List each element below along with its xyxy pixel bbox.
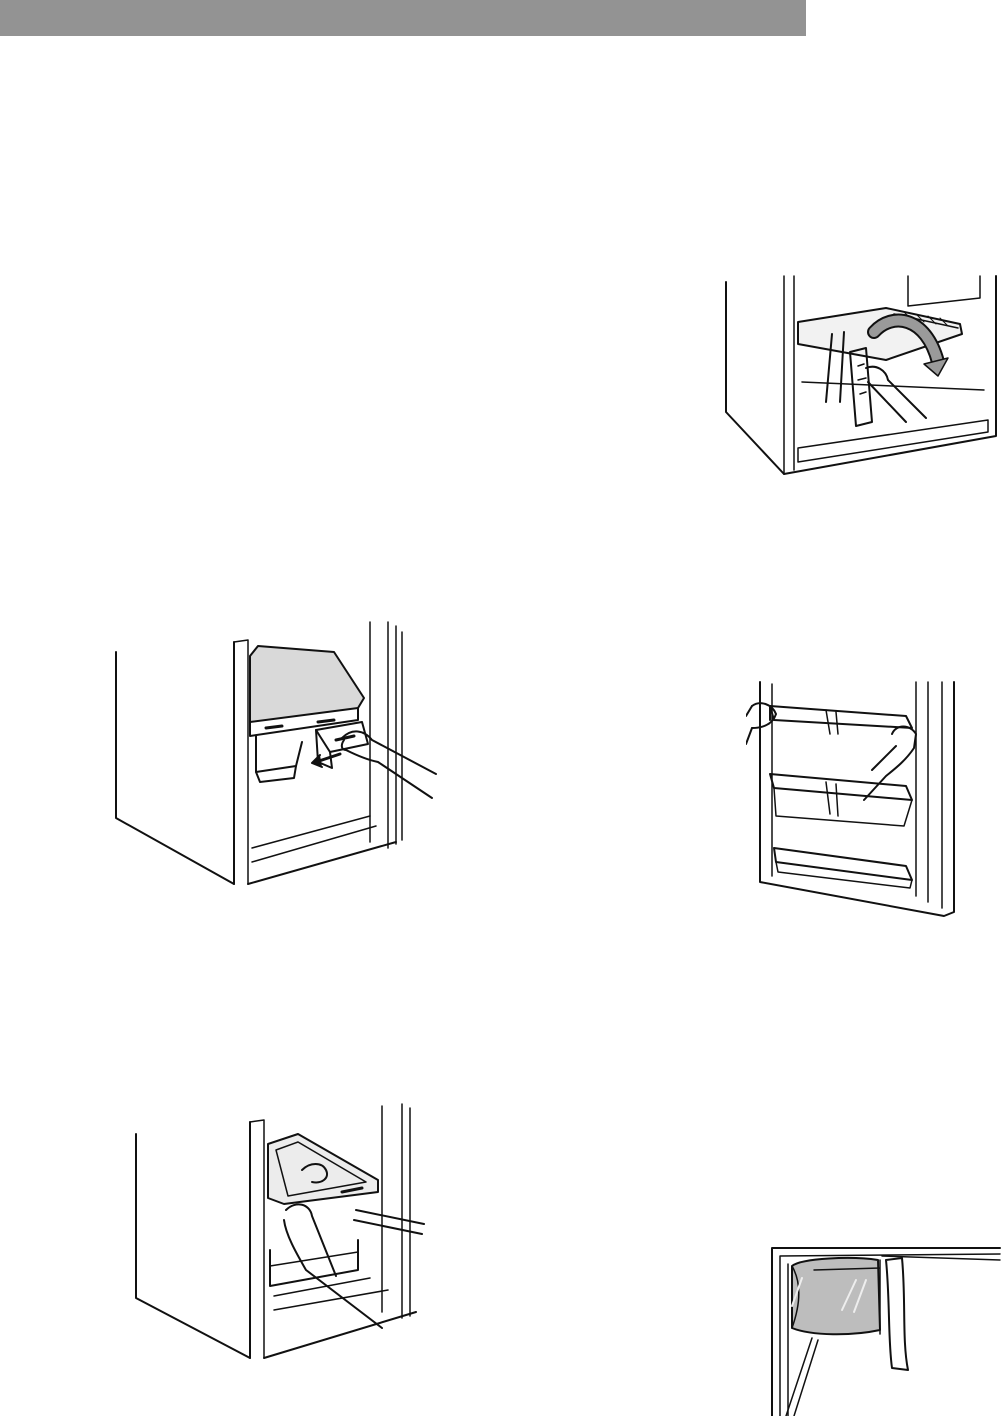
- door-bin-removal-illustration: [746, 676, 974, 918]
- crisper-cover-removal-illustration: [126, 1100, 426, 1362]
- dairy-compartment-illustration: [762, 1240, 1002, 1416]
- header-bar: [0, 0, 806, 36]
- freezer-shelf-tilt-illustration: [716, 272, 1000, 480]
- crisper-drawer-removal-illustration: [106, 612, 440, 888]
